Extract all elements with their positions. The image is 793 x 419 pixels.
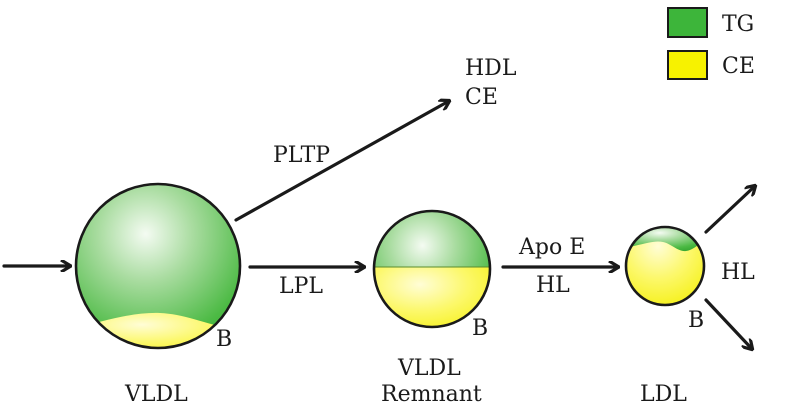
pltp-arrow <box>234 101 449 222</box>
ldl-label: LDL <box>640 382 687 407</box>
hl-center-label: HL <box>536 273 570 298</box>
legend-label-ce: CE <box>722 54 755 79</box>
arrows <box>2 101 755 349</box>
hdl-label: HDL <box>465 56 517 81</box>
legend-swatch-ce <box>667 50 708 80</box>
ldl-b-label: B <box>688 308 704 333</box>
legend-label-tg: TG <box>722 12 754 37</box>
legend: TG CE <box>667 7 755 80</box>
remnant-label-line1: VLDL <box>397 356 461 381</box>
ldl-particle <box>624 225 706 307</box>
ldl-lower-arrow <box>704 298 752 349</box>
hl-right-label: HL <box>721 260 755 285</box>
apoe-label: Apo E <box>518 235 585 260</box>
hdl-ce-label: CE <box>465 85 498 110</box>
vldl-particle <box>74 182 242 350</box>
remnant-label-line2: Remnant <box>381 382 482 407</box>
vldl-b-label: B <box>216 327 232 352</box>
remnant-b-label: B <box>472 316 488 341</box>
pltp-label: PLTP <box>273 143 330 168</box>
vldl-label: VLDL <box>124 382 188 407</box>
vldl-remnant-particle <box>372 209 492 329</box>
legend-swatch-tg <box>667 7 708 38</box>
lpl-label: LPL <box>279 274 323 299</box>
ldl-upper-arrow <box>704 186 755 234</box>
